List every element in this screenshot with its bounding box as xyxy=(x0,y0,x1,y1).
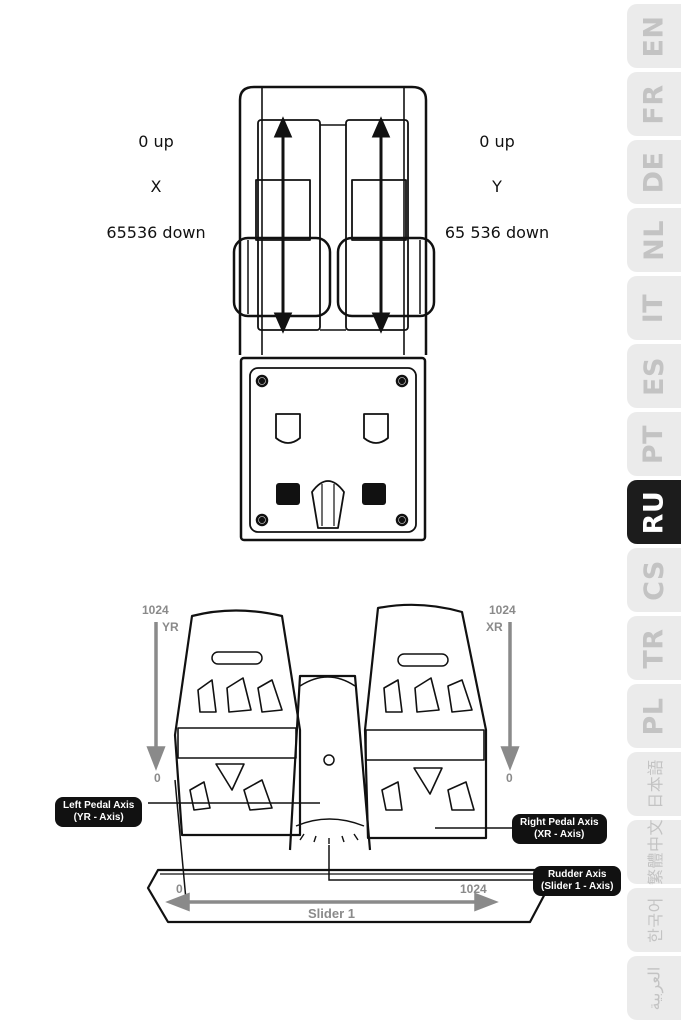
xr-max-label: 1024 xyxy=(489,603,516,617)
yr-axis-name: YR xyxy=(162,620,179,634)
slider-min-label: 0 xyxy=(176,882,183,896)
slider-max-label: 1024 xyxy=(460,882,487,896)
right-pedal-axis-callout: Right Pedal Axis (XR - Axis) xyxy=(512,814,607,844)
xr-axis-name: XR xyxy=(486,620,503,634)
yr-max-label: 1024 xyxy=(142,603,169,617)
left-pedal-axis-callout: Left Pedal Axis (YR - Axis) xyxy=(55,797,142,827)
yr-min-label: 0 xyxy=(154,771,161,785)
slider-axis-name: Slider 1 xyxy=(308,906,355,921)
rudder-axis-callout: Rudder Axis (Slider 1 - Axis) xyxy=(533,866,621,896)
xr-min-label: 0 xyxy=(506,771,513,785)
